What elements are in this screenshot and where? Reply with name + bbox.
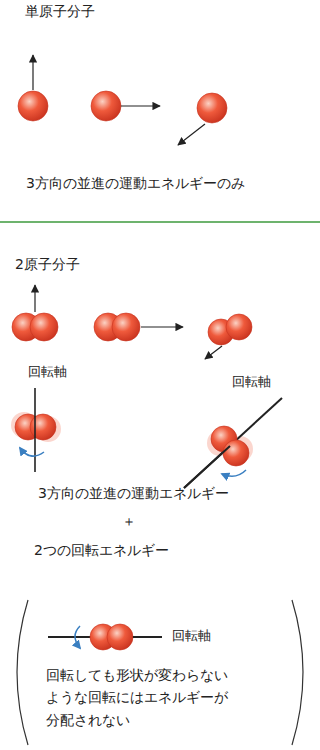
section-heading: 単原子分子 (25, 2, 95, 20)
energy-note: 3方向の並進の運動エネルギー (38, 484, 229, 502)
axial-molecule (48, 624, 162, 650)
rotating-molecule (11, 388, 61, 472)
energy-note: 2つの回転エネルギー (34, 541, 169, 559)
axis-label: 回転軸 (232, 374, 271, 391)
parentheses (17, 600, 303, 745)
note-text: 回転しても形状が変わらないような回転にはエネルギーが分配されない (46, 664, 236, 731)
section-heading: 2原子分子 (15, 255, 80, 273)
section-divider (0, 221, 320, 222)
rotating-molecule (184, 398, 282, 488)
plus-sign: ＋ (122, 512, 136, 530)
monatomic-atoms (18, 91, 227, 123)
motion-arrows (33, 55, 205, 145)
diatomic-molecules (12, 313, 252, 345)
energy-note: 3方向の並進の運動エネルギーのみ (26, 174, 245, 192)
axis-label: 回転軸 (172, 628, 211, 645)
motion-arrows (35, 285, 222, 359)
axis-label: 回転軸 (28, 364, 67, 381)
